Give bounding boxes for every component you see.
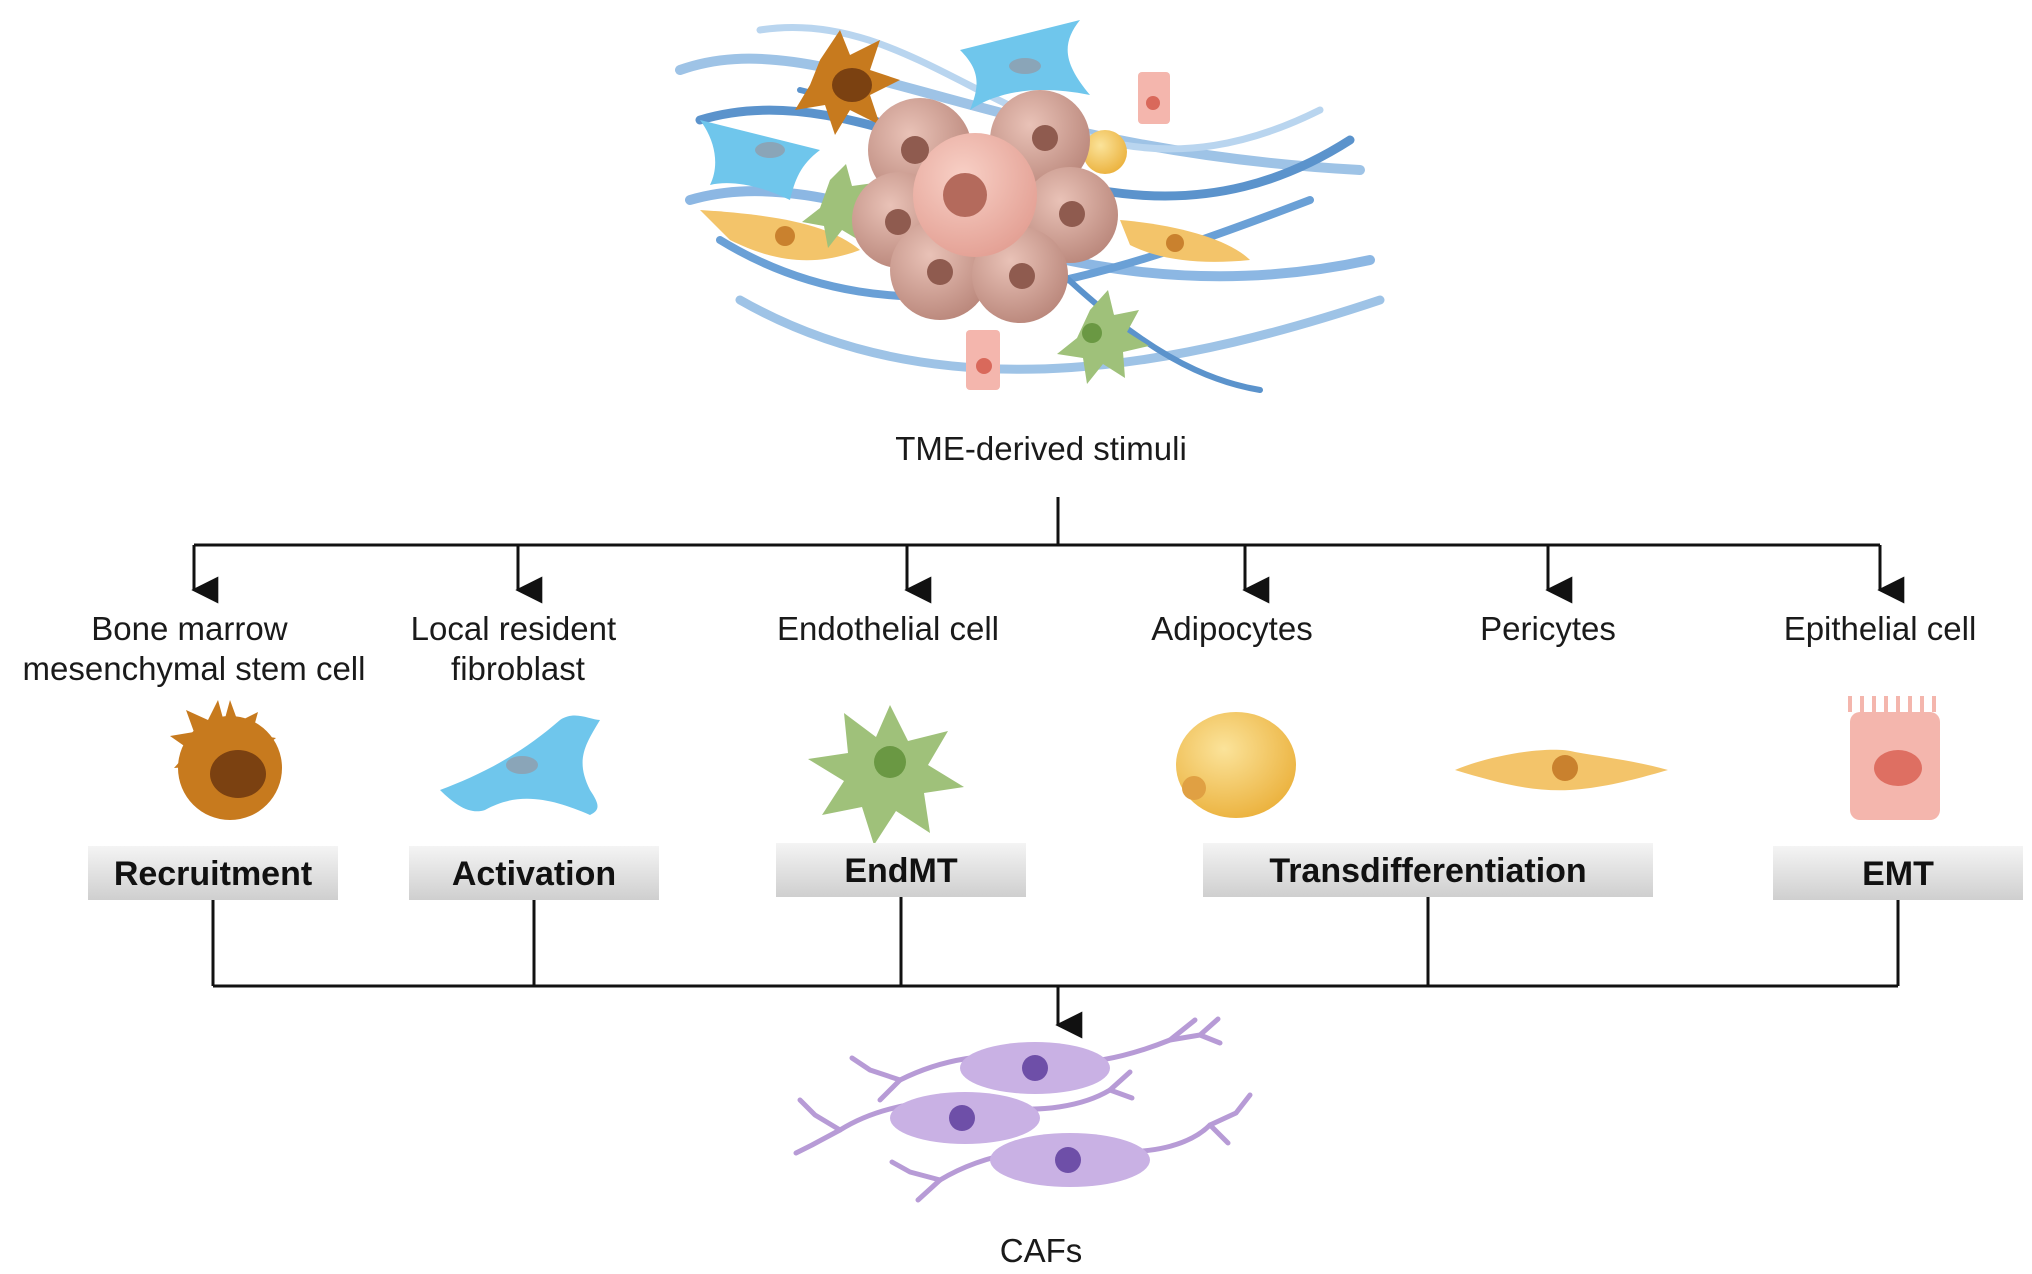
merge-connectors: [211, 897, 1900, 1039]
branch-connectors: [191, 497, 1905, 604]
cell-type-label-pericytes: Pericytes: [1480, 610, 1616, 647]
pericyte-icon: [1455, 749, 1668, 791]
process-box-activation: Activation: [409, 846, 659, 900]
cell-type-label-epithelial: Epithelial cell: [1784, 610, 1977, 647]
process-box-transdifferentiation: Transdifferentiation: [1203, 843, 1653, 897]
process-box-emt: EMT: [1773, 846, 2023, 900]
caf-cell-bodies: [890, 1042, 1150, 1187]
fibroblast-icon: [440, 715, 600, 815]
epithelial-cell-icon: [1848, 696, 1940, 820]
svg-text:Transdifferentiation: Transdifferentiation: [1269, 852, 1586, 890]
svg-text:Recruitment: Recruitment: [114, 855, 312, 893]
adipocyte-icon: [1176, 712, 1296, 818]
process-box-endmt: EndMT: [776, 843, 1026, 897]
svg-text:EMT: EMT: [1862, 855, 1934, 893]
process-box-recruitment: Recruitment: [88, 846, 338, 900]
mesenchymal-stem-cell-icon: [170, 700, 282, 820]
cell-type-label-endothelial: Endothelial cell: [777, 610, 999, 647]
source-label: TME-derived stimuli: [895, 430, 1187, 467]
cell-type-label-adipocytes: Adipocytes: [1151, 610, 1312, 647]
target-label: CAFs: [1000, 1232, 1083, 1269]
endothelial-cell-icon: [808, 705, 964, 845]
svg-text:Activation: Activation: [452, 855, 616, 893]
svg-text:EndMT: EndMT: [844, 852, 958, 890]
cell-type-label-fibroblast: Local resident fibroblast: [411, 610, 626, 687]
cell-type-label-bone-marrow-msc: Bone marrow mesenchymal stem cell: [23, 610, 366, 687]
tumor-microenvironment-icon: [675, 20, 1385, 393]
